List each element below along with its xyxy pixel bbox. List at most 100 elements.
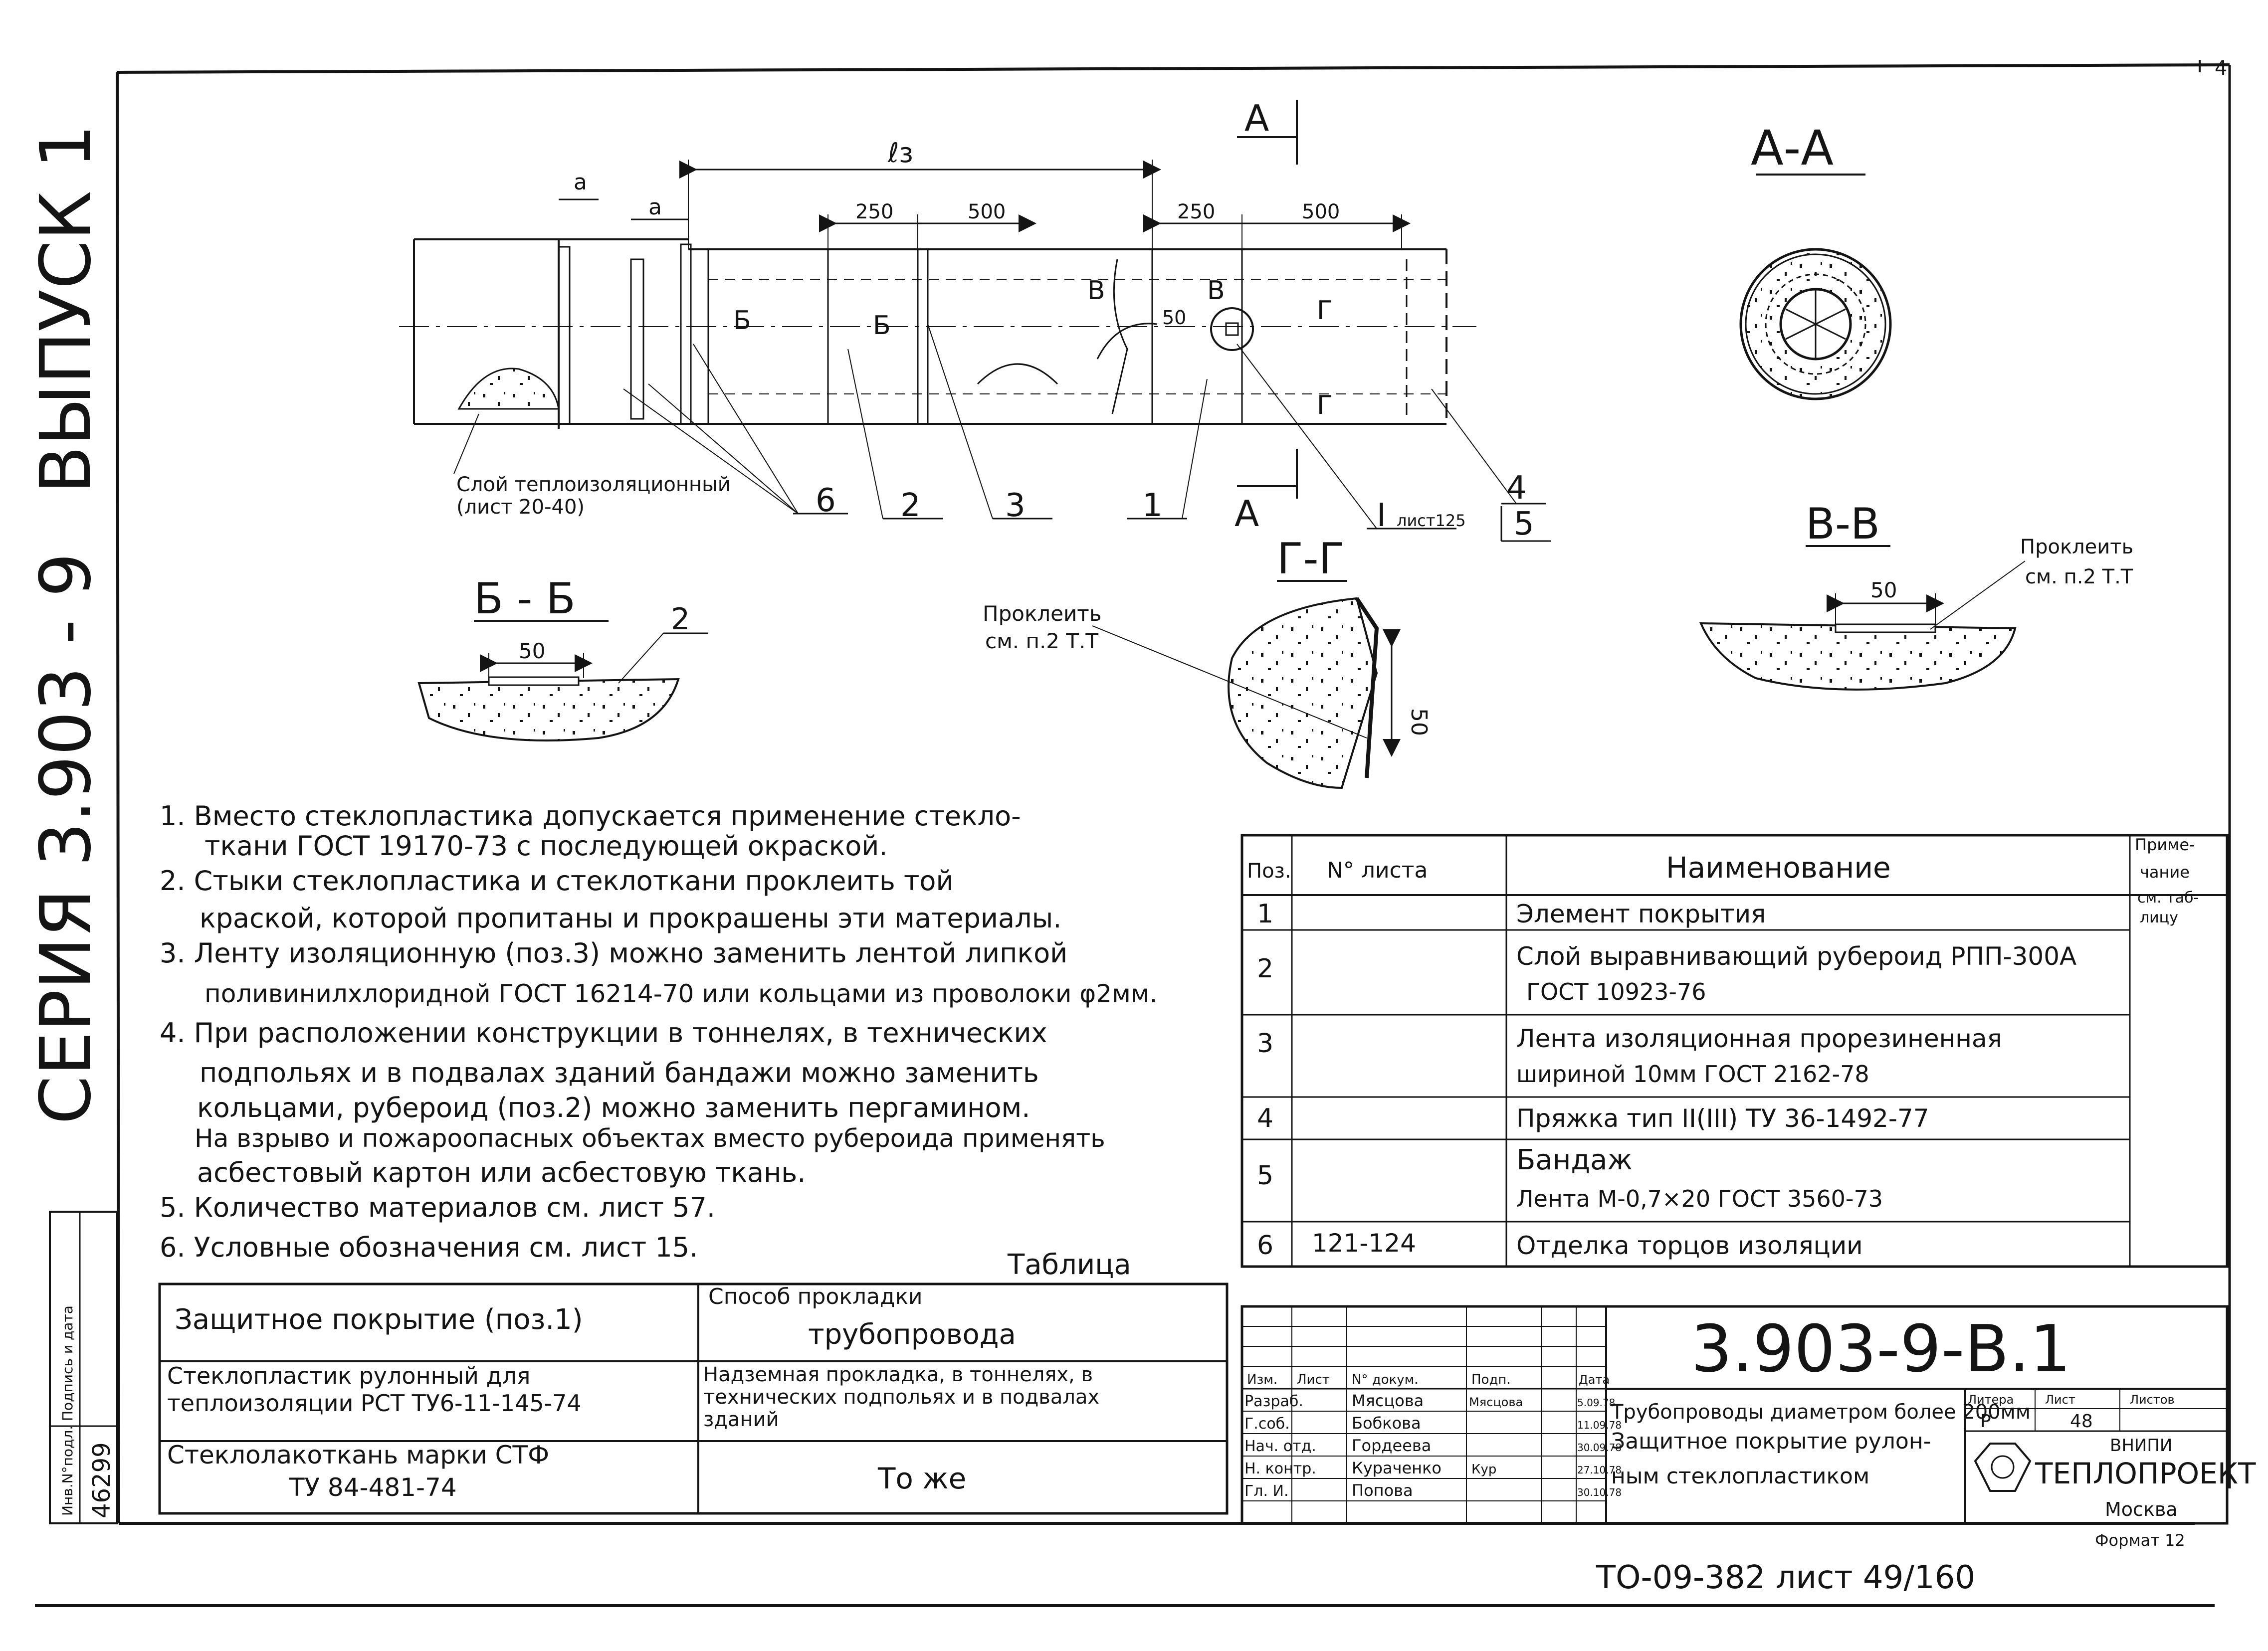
dim-500-left: 500 [968, 200, 1006, 223]
tb-date: 27.10.78 [1577, 1464, 1622, 1476]
section-a-bottom: А [1235, 493, 1259, 535]
spec-note-2: лицу [2140, 909, 2178, 926]
tablitsa-header-left: Защитное покрытие (поз.1) [175, 1303, 583, 1336]
notes: 1. Вместо стеклопластика допускается при… [160, 800, 1157, 1263]
spec-header-note-bottom: чание [2140, 863, 2190, 882]
tablitsa-row2-right: То же [877, 1462, 966, 1495]
tb-sign: Кур [1471, 1462, 1496, 1477]
title-block: Изм. Лист N° докум. Подп. Дата Разраб. М… [1240, 1305, 2256, 1550]
tb-sign: Мясцова [1469, 1395, 1523, 1409]
inv-number: 46299 [88, 1442, 116, 1518]
spec-row-name2: ГОСТ 10923-76 [1526, 978, 1706, 1005]
title-line-3: ным стеклопластиком [1611, 1464, 1869, 1489]
tb-name: Бобкова [1352, 1414, 1421, 1433]
corner-mark: 4 [2215, 57, 2227, 80]
sheet-header: Лист [2045, 1393, 2075, 1407]
stage-header: Литера [1968, 1393, 2014, 1407]
section-vv-dim: 50 [1870, 578, 1897, 602]
tb-role: Нач. отд. [1244, 1438, 1316, 1455]
note-line: краской, которой пропитаны и прокрашены … [200, 903, 1061, 934]
section-aa-title: А-А [1751, 120, 1834, 176]
section-bb-title: Б - Б [474, 574, 576, 624]
sheet-value: 48 [2070, 1411, 2093, 1432]
cut-v1: В [1087, 276, 1105, 306]
spec-note-1: см. таб- [2137, 889, 2199, 907]
callout-3: 3 [1005, 487, 1026, 524]
series-label: СЕРИЯ 3.903 - 9 [25, 552, 107, 1124]
dim-500-right: 500 [1302, 200, 1340, 223]
cut-b2: Б [873, 311, 891, 341]
footer-code: ТО-09-382 лист 49/160 [1596, 1559, 1975, 1596]
section-bb: Б - Б 50 2 [417, 574, 708, 741]
spec-row-sheet: 121-124 [1312, 1229, 1416, 1258]
callout-5: 5 [1514, 506, 1534, 543]
section-vv-title: В-В [1806, 499, 1880, 549]
dim-250-right: 250 [1177, 200, 1215, 223]
tb-name: Попова [1352, 1481, 1413, 1500]
cut-v2: В [1207, 276, 1225, 306]
callout-1: 1 [1142, 487, 1163, 524]
org-city: Москва [2105, 1498, 2178, 1520]
section-vv-note1: Проклеить [2020, 536, 2133, 558]
tablitsa-row1-right-1: Надземная прокладка, в тоннелях, в [703, 1363, 1093, 1386]
tablitsa-caption: Таблица [1007, 1249, 1131, 1281]
spec-header-pos: Поз. [1247, 860, 1291, 883]
dim-a2: а [648, 194, 662, 220]
note-line: 6. Условные обозначения см. лист 15. [160, 1232, 698, 1263]
section-gg: Г-Г 50 Проклеить см. п.2 Т.Т [983, 534, 1432, 789]
cut-g2: Г [1317, 390, 1333, 420]
spec-row-name: Слой выравнивающий рубероид РПП-300А [1516, 942, 2076, 971]
note-line: 3. Ленту изоляционную (поз.3) можно заме… [160, 937, 1067, 969]
tb-role: Г.соб. [1244, 1415, 1290, 1433]
dim-l3: ℓз [887, 137, 913, 169]
section-gg-title: Г-Г [1277, 534, 1345, 584]
spec-row-pos: 1 [1257, 899, 1273, 929]
tablitsa-row1-right-3: зданий [703, 1408, 779, 1431]
tb-date: 11.09.78 [1577, 1419, 1622, 1431]
note-line: ткани ГОСТ 19170-73 с последующей окраск… [205, 830, 888, 862]
spec-row-name2: шириной 10мм ГОСТ 2162-78 [1516, 1061, 1869, 1088]
dim-250-left: 250 [855, 200, 893, 223]
vypusk-label: ВЫПУСК 1 [25, 124, 107, 494]
note-line: подпольях и в подвалах зданий бандажи мо… [200, 1057, 1039, 1089]
section-aa: А-А [1739, 120, 1892, 400]
callout-I: I [1377, 497, 1386, 534]
tb-role: Гл. И. [1244, 1482, 1289, 1500]
tablitsa-row1-left-1: Стеклопластик рулонный для [167, 1362, 530, 1389]
spec-row-name: Отделка торцов изоляции [1516, 1231, 1863, 1260]
spec-row-pos: 4 [1257, 1103, 1273, 1133]
tb-head-doc: N° докум. [1352, 1372, 1419, 1387]
note-line: 5. Количество материалов см. лист 57. [160, 1192, 715, 1223]
callout-4: 4 [1506, 470, 1527, 507]
tb-date: 5.09.78 [1577, 1397, 1615, 1409]
note-line: На взрыво и пожароопасных объектах вмест… [195, 1124, 1105, 1153]
tablitsa-row1-right-2: технических подпольях и в подвалах [703, 1386, 1099, 1409]
main-view: ℓз 250 500 250 500 а а 50 Б Б В В Г Г А … [399, 97, 1551, 543]
note-line: поливинилхлоридной ГОСТ 16214-70 или кол… [205, 979, 1157, 1008]
note-line: 2. Стыки стеклопластика и стеклоткани пр… [160, 865, 954, 897]
spec-row-pos: 6 [1257, 1231, 1273, 1261]
format-label: Формат 12 [2095, 1531, 2185, 1550]
section-bb-dim: 50 [519, 639, 545, 663]
title-line-2: Защитное покрытие рулон- [1611, 1429, 1931, 1454]
tb-head-sign: Подп. [1471, 1372, 1511, 1387]
spec-row-name: Бандаж [1516, 1144, 1633, 1176]
cut-g1: Г [1317, 296, 1333, 326]
tablitsa-row1-left-2: теплоизоляции РСТ ТУ6-11-145-74 [167, 1390, 582, 1417]
series-labels: СЕРИЯ 3.903 - 9 ВЫПУСК 1 [25, 124, 107, 1124]
section-gg-note2: см. п.2 Т.Т [985, 629, 1098, 653]
left-strip: Инв.N°подл. Подпись и дата 46299 [49, 1211, 118, 1524]
spec-header-sheet: N° листа [1327, 858, 1428, 883]
section-gg-dim: 50 [1406, 708, 1432, 736]
org-top: ВНИПИ [2110, 1436, 2172, 1456]
dim-50: 50 [1162, 307, 1186, 329]
section-a-top: А [1244, 97, 1269, 139]
leader-layer-text: Слой теплоизоляционный [456, 473, 731, 496]
tb-date: 30.09.78 [1577, 1442, 1622, 1454]
tb-name: Мясцова [1352, 1391, 1424, 1410]
tablitsa-header-right-2: трубопровода [808, 1318, 1016, 1351]
org-main: ТЕПЛОПРОЕКТ [2035, 1457, 2256, 1490]
tb-head-list: Лист [1297, 1372, 1330, 1387]
tb-date: 30.10.78 [1577, 1486, 1622, 1498]
